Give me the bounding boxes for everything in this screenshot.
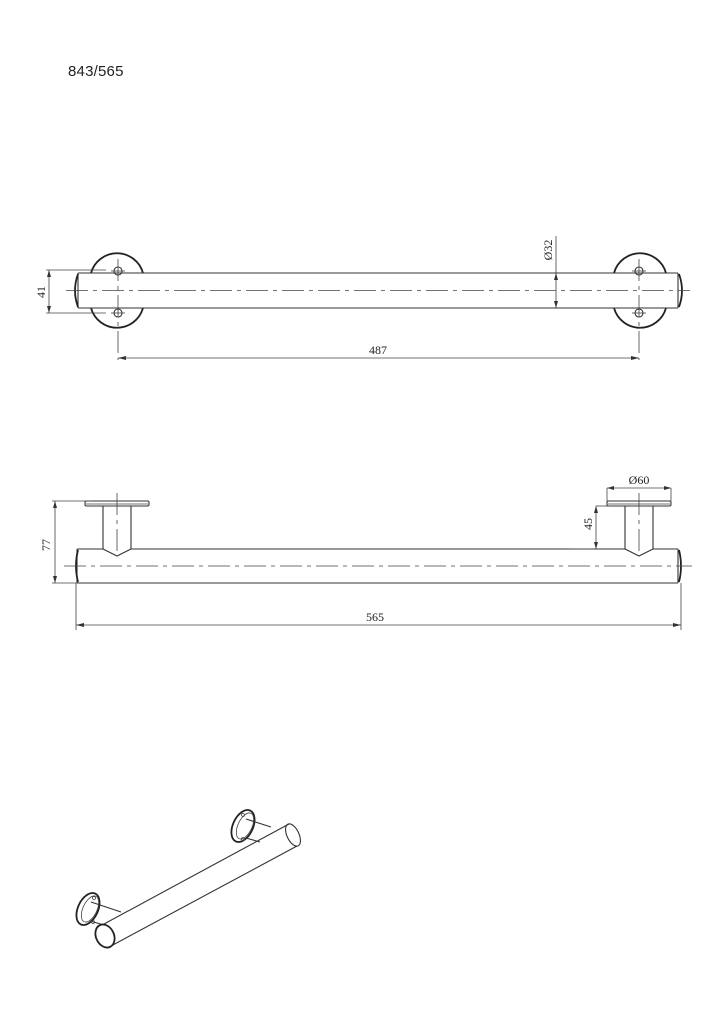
- back-flange: [230, 809, 256, 843]
- dim-projection-label: 77: [39, 539, 53, 551]
- side-view: 77 Ø60 45 565: [39, 473, 692, 630]
- tube-end-cap: [94, 923, 116, 949]
- dim-flange-diameter-label: Ø60: [629, 473, 650, 487]
- right-flange-bottom-arc: [613, 307, 667, 329]
- front-flange: [75, 892, 101, 926]
- dim-height-label: 41: [34, 286, 48, 298]
- left-flange-top-arc: [90, 252, 144, 274]
- top-view: 41 Ø32 487: [34, 236, 690, 360]
- isometric-view: [75, 809, 301, 949]
- dim-tube-diameter-label: Ø32: [541, 240, 555, 261]
- dim-standoff-label: 45: [581, 518, 595, 530]
- right-flange-top-arc: [613, 252, 667, 274]
- tube-bottom-line: [110, 845, 298, 947]
- dim-overall-length-label: 565: [366, 610, 384, 624]
- dim-mount-spacing-label: 487: [369, 343, 387, 357]
- tube-top-line: [103, 823, 290, 925]
- left-flange-bottom-arc: [90, 307, 144, 329]
- model-code: 843/565: [68, 63, 124, 80]
